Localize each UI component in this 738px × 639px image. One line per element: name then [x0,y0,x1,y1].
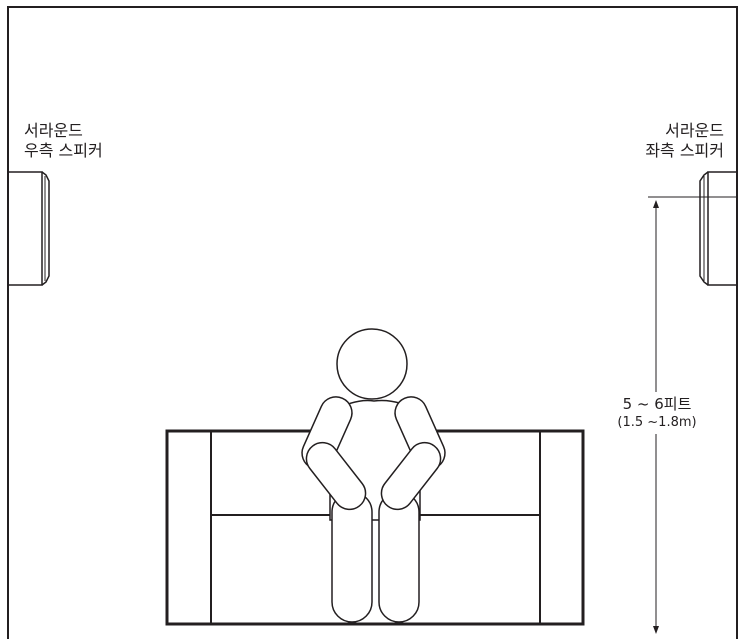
arrow-up-icon [653,200,659,208]
listener-person-icon [301,328,446,623]
arrow-down-icon [653,626,659,634]
distance-meters-text: (1.5 ~1.8m) [617,415,697,430]
left-speaker-label-line1: 서라운드 [24,121,83,140]
distance-label: 5 ~ 6피트 (1.5 ~1.8m) [592,392,722,434]
right-speaker-label-line2: 좌측 스피커 [645,141,724,160]
surround-right-speaker-icon [7,171,50,286]
surround-left-speaker-label: 서라운드 좌측 스피커 [645,121,724,161]
room-walls [7,6,738,639]
left-speaker-label-line2: 우측 스피커 [24,141,103,160]
surround-left-speaker-icon [699,171,738,286]
right-speaker-label-line1: 서라운드 [665,121,724,140]
distance-feet-text: 5 ~ 6피트 [622,395,692,413]
surround-right-speaker-label: 서라운드 우측 스피커 [24,121,103,161]
